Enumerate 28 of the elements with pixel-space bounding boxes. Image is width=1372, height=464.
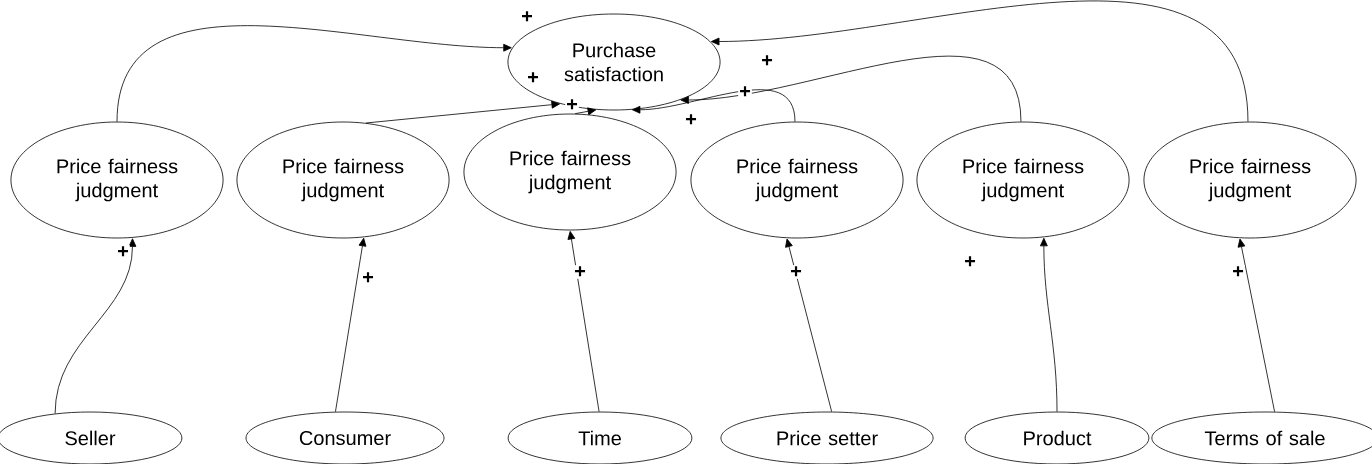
ellipse-node: Price fairness judgment — [916, 121, 1130, 239]
arrow — [785, 238, 833, 413]
edge-label: + — [760, 54, 774, 68]
edge-label: + — [789, 265, 803, 279]
ellipse-node: Price fairness judgment — [236, 121, 450, 239]
ellipse-node: Price fairness judgment — [1143, 121, 1357, 239]
arrow — [54, 238, 137, 414]
edge-label: + — [361, 271, 375, 285]
edge-label: + — [565, 98, 579, 112]
arrow — [631, 89, 796, 123]
ellipse-node: Price fairness judgment — [463, 113, 677, 231]
edge-label: + — [116, 245, 130, 259]
arrow — [1237, 238, 1275, 413]
arrow — [680, 56, 1022, 123]
arrow — [574, 107, 597, 116]
arrow — [116, 25, 512, 122]
arrow — [1039, 237, 1058, 412]
arrow — [711, 0, 1249, 123]
edge-label: + — [963, 255, 977, 269]
edge-label: + — [573, 265, 587, 279]
edge-label: + — [1231, 265, 1245, 279]
arrow — [567, 231, 600, 412]
edge-label: + — [520, 10, 534, 24]
ellipse-node: Price fairness judgment — [10, 121, 224, 239]
edge-label: + — [526, 71, 540, 85]
arrow — [365, 100, 560, 124]
arrow — [335, 237, 367, 413]
edge-label: + — [738, 85, 752, 99]
